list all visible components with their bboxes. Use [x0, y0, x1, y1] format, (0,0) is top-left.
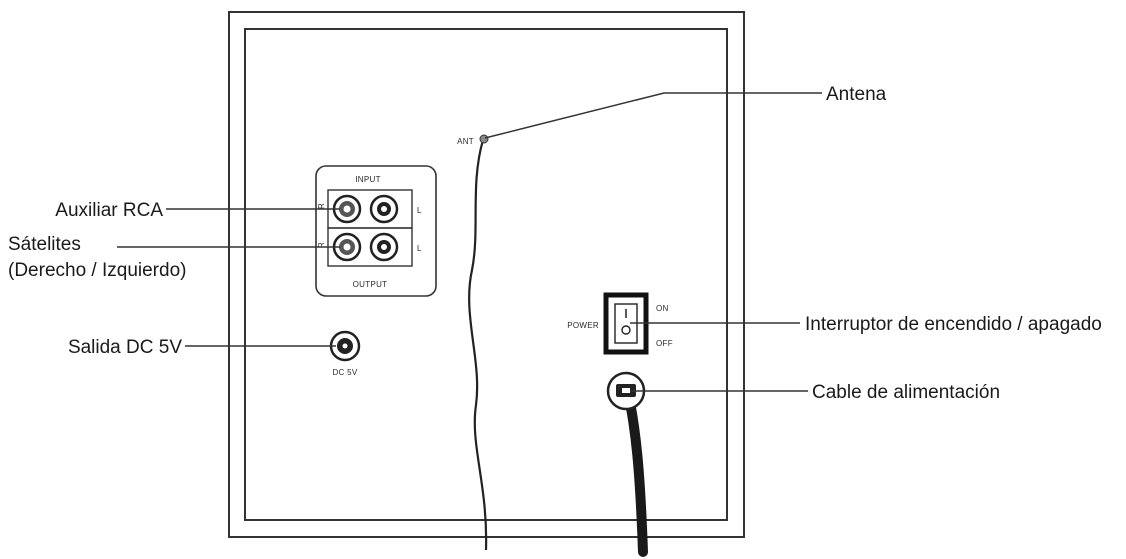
- callout-antenna: Antena: [826, 84, 887, 105]
- cabinet-inner-panel: [244, 28, 728, 521]
- input-label: INPUT: [355, 175, 381, 184]
- rca-jack-input-left[interactable]: [369, 194, 399, 224]
- right-channel-bottom-label: R: [317, 242, 326, 248]
- left-channel-top-label: L: [417, 206, 422, 215]
- left-channel-bottom-label: L: [417, 244, 422, 253]
- output-label: OUTPUT: [353, 280, 388, 289]
- right-channel-top-label: R: [317, 203, 326, 209]
- ant-label: ANT: [457, 137, 474, 146]
- callout-power-switch: Interruptor de encendido / apagado: [805, 314, 1102, 335]
- callout-satellites-line2: (Derecho / Izquierdo): [8, 260, 186, 281]
- callout-satellites-line1: Sátelites: [8, 234, 81, 255]
- rca-jack-block: INPUT OUTPUT R R L L: [315, 165, 437, 297]
- leader-antenna: [484, 92, 822, 139]
- on-label: ON: [656, 304, 669, 313]
- rca-jack-output-left[interactable]: [369, 232, 399, 262]
- dc-5v-jack[interactable]: [329, 330, 361, 362]
- power-cable: [606, 371, 648, 557]
- callout-power-cable: Cable de alimentación: [812, 382, 1000, 403]
- antenna-connector: [479, 134, 489, 144]
- power-label: POWER: [567, 321, 599, 330]
- dc-5v-label: DC 5V: [332, 368, 357, 377]
- rca-block-outline: [315, 165, 437, 297]
- callout-dc-output: Salida DC 5V: [68, 337, 182, 358]
- off-label: OFF: [656, 339, 673, 348]
- rca-jack-input-right[interactable]: [332, 194, 362, 224]
- callout-auxiliary-rca: Auxiliar RCA: [55, 200, 163, 221]
